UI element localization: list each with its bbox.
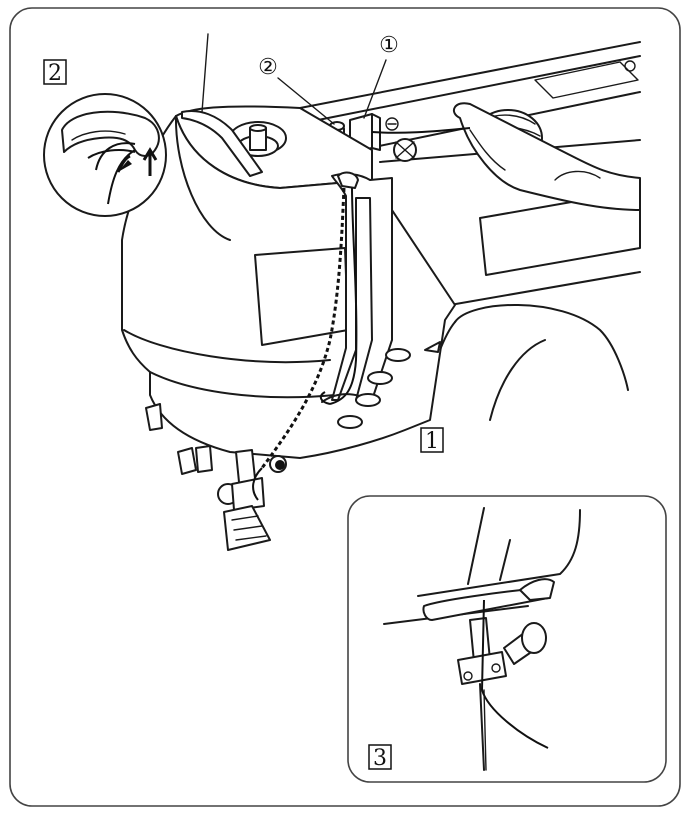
callout-2-label: ② [258,55,278,80]
callout-1-leader [363,59,387,119]
step-3-label: 3 [373,746,387,771]
step-2-box [43,59,67,85]
outer-frame [9,7,681,807]
inset-3-needle [347,495,667,783]
callout-1-label: ① [379,33,399,58]
step-1-box [420,427,444,453]
step-2-label: 2 [48,61,62,86]
inset-2-magnifier [43,93,167,217]
step-1-label: 1 [425,429,439,454]
machine-head [121,33,456,459]
step-3-box [368,744,392,770]
threading-path [260,187,358,469]
spool-and-hand [452,102,641,211]
callout-2-leader [277,77,335,125]
presser-foot-assembly [145,403,287,551]
